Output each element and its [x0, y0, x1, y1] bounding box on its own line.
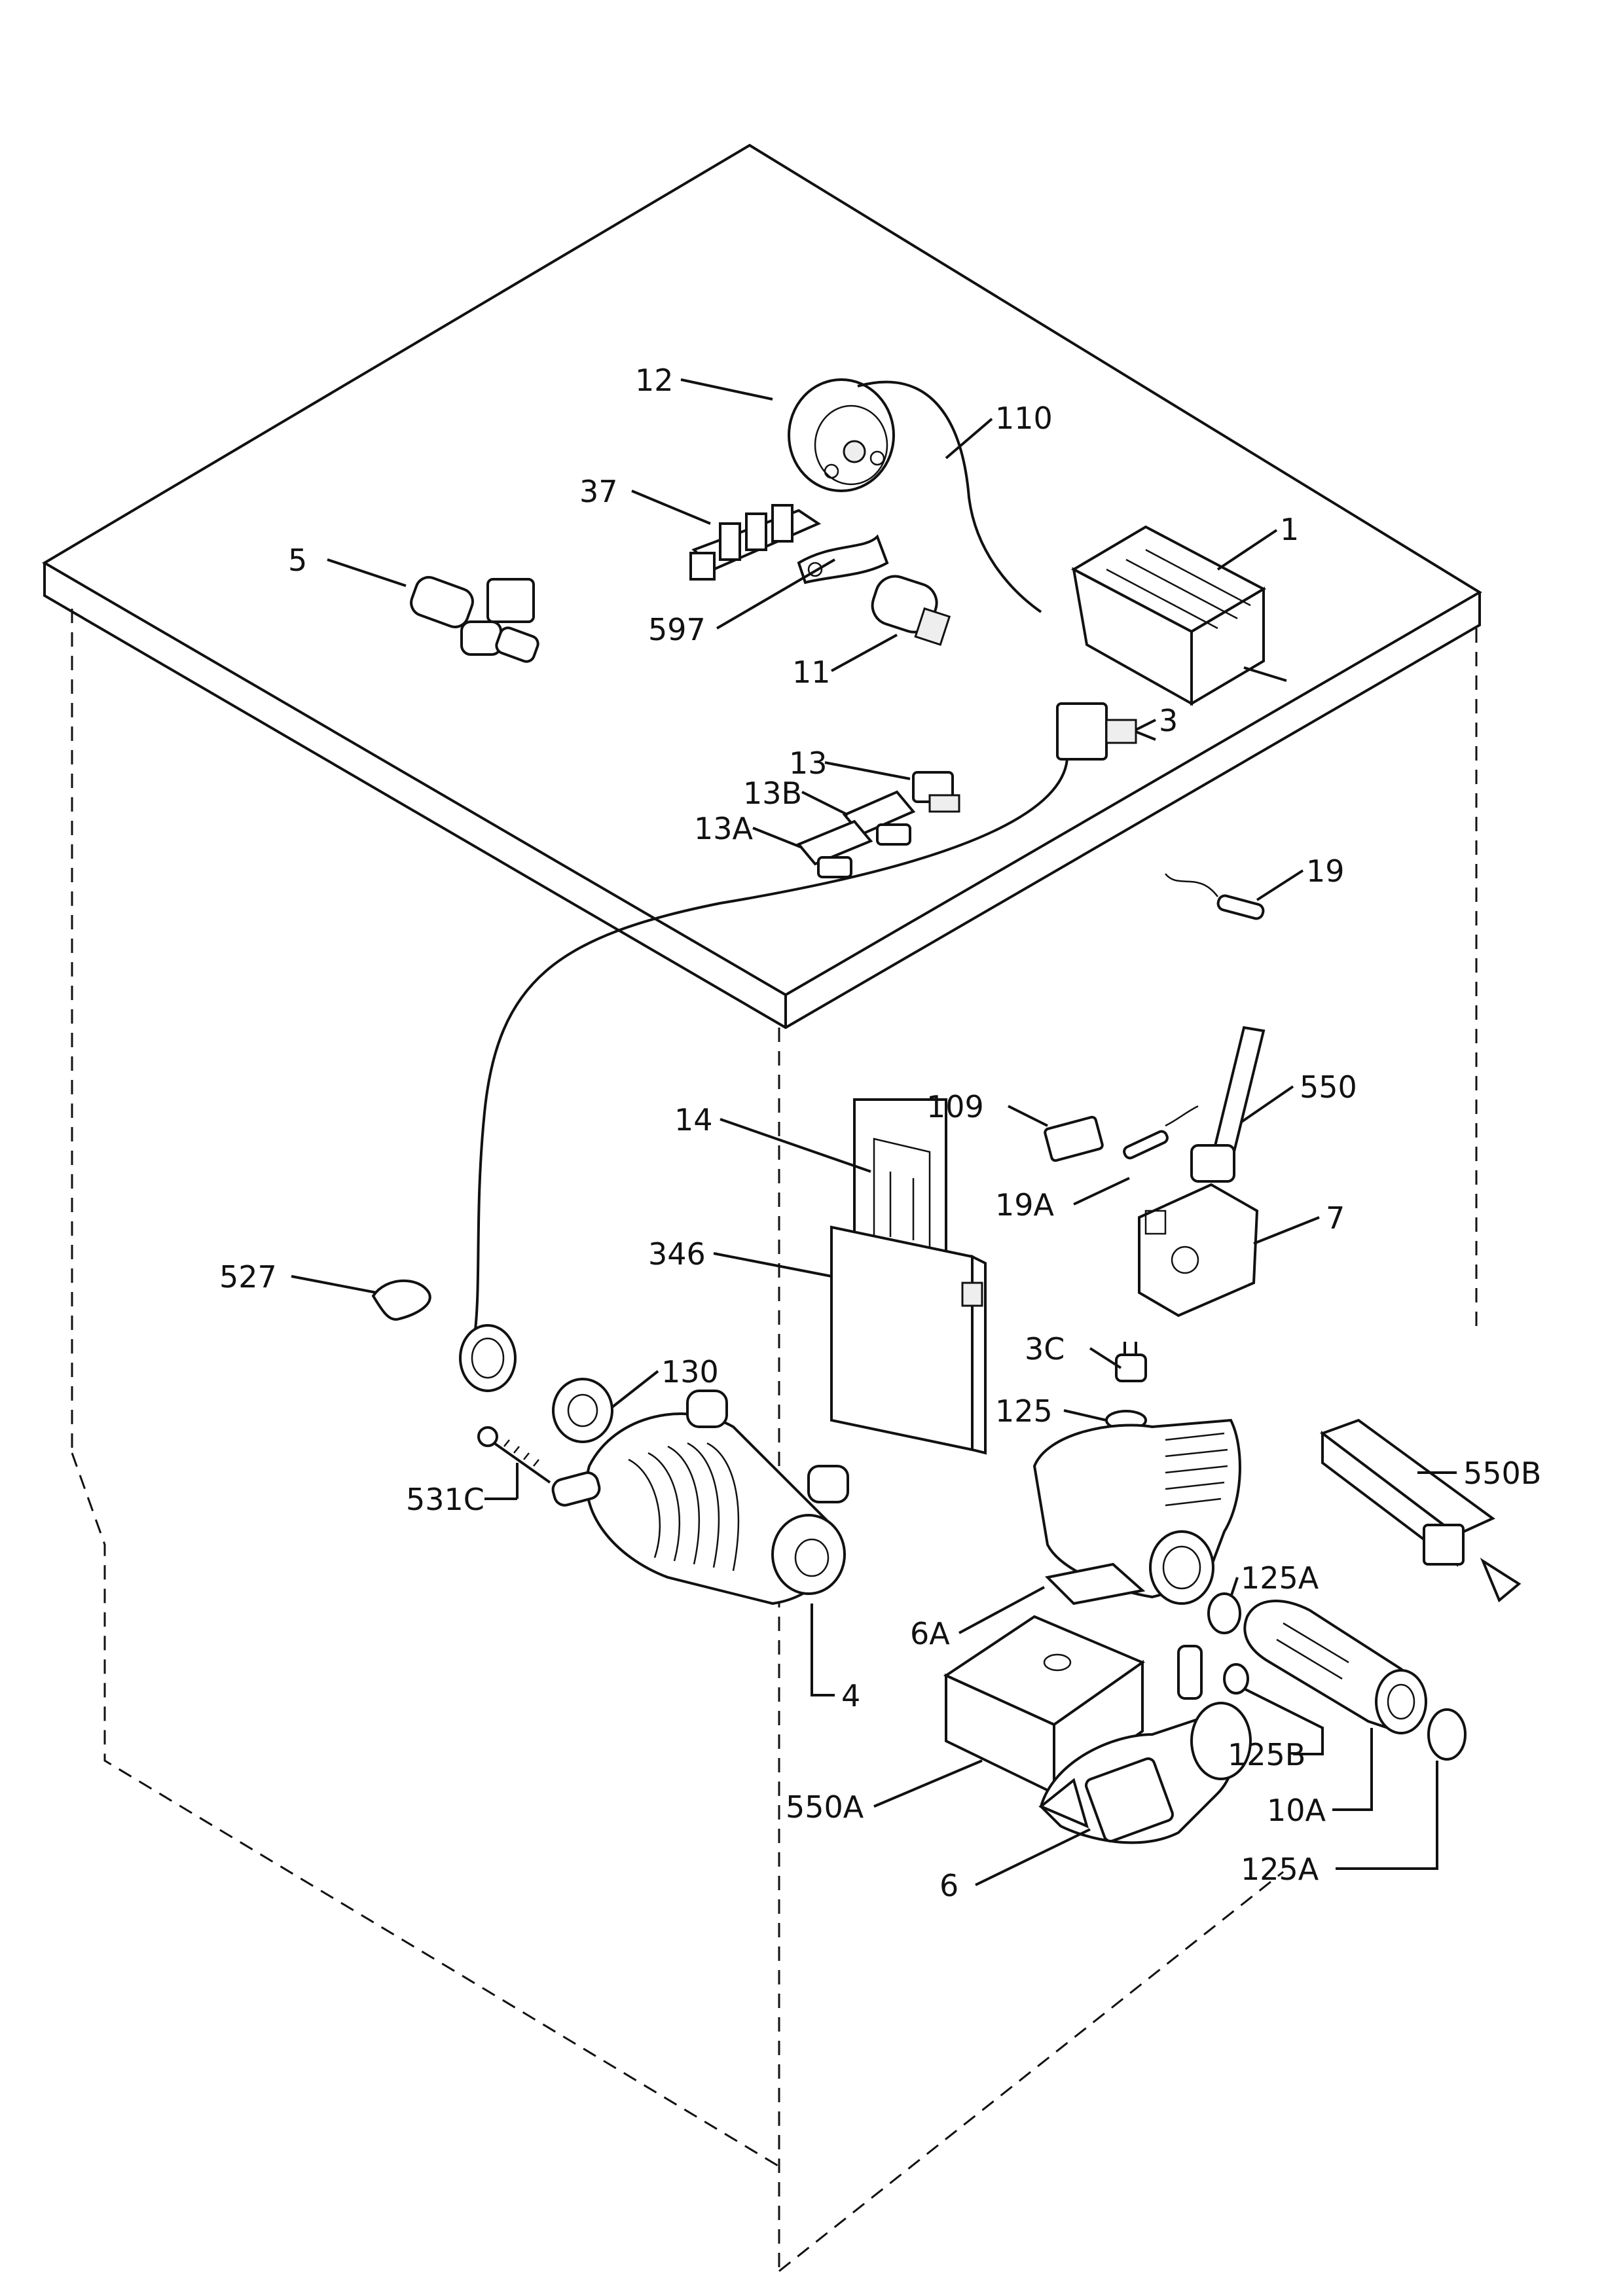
label-125: 125 [995, 1393, 1053, 1429]
part-4-motor [551, 1390, 849, 1605]
label-7: 7 [1326, 1200, 1345, 1236]
label-597: 597 [648, 612, 706, 647]
part-110-tube [857, 380, 1042, 613]
label-125a-upper: 125A [1241, 1560, 1319, 1596]
label-125b: 125B [1228, 1737, 1305, 1772]
label-527: 527 [219, 1259, 277, 1295]
label-19a: 19A [995, 1187, 1055, 1223]
part-12-knob [788, 378, 895, 492]
part-labels: 12 110 37 1 5 597 11 3 13 13B 13A 19 550… [219, 363, 1541, 1903]
label-550a: 550A [786, 1789, 864, 1825]
part-6-pump [1038, 1645, 1252, 1844]
part-19a-probe [1123, 1105, 1199, 1160]
part-531c-screw [477, 1426, 551, 1484]
label-11: 11 [792, 655, 831, 690]
label-1: 1 [1280, 512, 1299, 547]
label-109: 109 [926, 1089, 984, 1124]
label-37: 37 [579, 474, 618, 509]
switch-cable [473, 759, 1068, 1336]
part-1-control-module [1070, 525, 1287, 706]
leader-lines [291, 378, 1457, 1886]
label-4: 4 [841, 1678, 860, 1713]
part-597-bracket [797, 534, 889, 584]
part-3-switch [1056, 702, 1156, 761]
part-6a-pump-housing [1032, 1418, 1241, 1605]
part-130-ring [552, 1378, 613, 1443]
part-7-block [1138, 1183, 1259, 1318]
part-125a-ring-lower [1427, 1708, 1467, 1761]
label-550: 550 [1300, 1069, 1357, 1105]
part-550b-rail [1319, 1418, 1522, 1603]
label-3: 3 [1159, 703, 1178, 738]
part-13a-connector [796, 819, 873, 878]
part-5-valve [410, 576, 539, 663]
label-5: 5 [288, 543, 307, 578]
label-346: 346 [648, 1236, 706, 1272]
cable-grommet [459, 1324, 517, 1392]
part-3c-sensor [1115, 1342, 1147, 1382]
label-6: 6 [939, 1868, 958, 1903]
part-10a-filter [1243, 1600, 1427, 1734]
label-6a: 6A [910, 1616, 950, 1651]
part-527-clip [371, 1279, 431, 1321]
label-13: 13 [789, 745, 828, 781]
label-130: 130 [661, 1354, 719, 1390]
label-12: 12 [635, 363, 674, 398]
part-346-housing [830, 1225, 987, 1455]
part-11-capacitor [871, 575, 951, 646]
label-13b: 13B [743, 776, 802, 811]
label-3c: 3C [1025, 1331, 1065, 1367]
part-19-sensor [1165, 873, 1265, 920]
part-550-lever [1190, 1026, 1266, 1183]
part-13b-connector [842, 790, 916, 846]
label-10a: 10A [1267, 1793, 1326, 1828]
part-13-connector [912, 771, 960, 813]
label-13a: 13A [694, 811, 754, 846]
part-109-cap [1044, 1115, 1104, 1162]
label-19: 19 [1306, 853, 1345, 889]
part-550a-cover [943, 1615, 1146, 1796]
label-125a-lower: 125A [1241, 1852, 1319, 1887]
part-125a-ring-upper [1207, 1592, 1241, 1634]
label-14: 14 [674, 1102, 713, 1138]
label-550b: 550B [1463, 1456, 1541, 1491]
part-37-terminal-block [689, 504, 822, 581]
cabinet-outline [42, 143, 1482, 2272]
label-110: 110 [995, 401, 1053, 436]
part-125b-ring [1223, 1663, 1249, 1695]
label-531c: 531C [406, 1482, 484, 1517]
